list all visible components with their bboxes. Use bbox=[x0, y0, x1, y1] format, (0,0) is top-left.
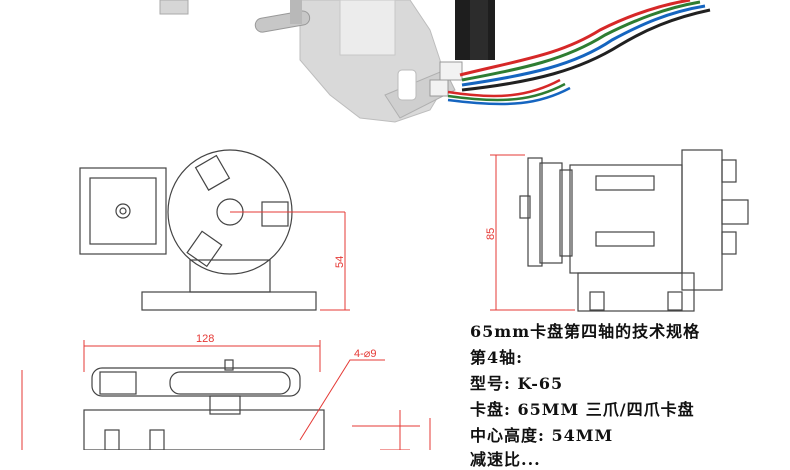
dimension-lines-side bbox=[490, 154, 575, 311]
dimension-lines-top bbox=[21, 340, 431, 450]
dimension-label-128: 128 bbox=[196, 333, 214, 345]
spec-title: 65mm卡盘第四轴的技术规格 bbox=[470, 322, 701, 341]
drawing-canvas: 85 54 128 4-⌀9 bbox=[21, 0, 749, 450]
dimension-label-holes: 4-⌀9 bbox=[354, 348, 377, 360]
top-view-drawing bbox=[83, 359, 325, 450]
side-view-drawing bbox=[519, 149, 749, 312]
product-photo bbox=[159, 0, 711, 123]
front-view-drawing bbox=[79, 149, 317, 311]
spec-center-height: 中心高度: 54MM bbox=[470, 426, 614, 445]
dimension-label-85: 85 bbox=[485, 228, 497, 240]
spec-model: 型号: K-65 bbox=[470, 374, 564, 393]
spec-axis: 第4轴: bbox=[470, 348, 524, 367]
dimension-lines-front bbox=[230, 211, 350, 311]
spec-chuck: 卡盘: 65MM 三爪/四爪卡盘 bbox=[470, 400, 695, 419]
dimension-label-54: 54 bbox=[334, 256, 346, 268]
